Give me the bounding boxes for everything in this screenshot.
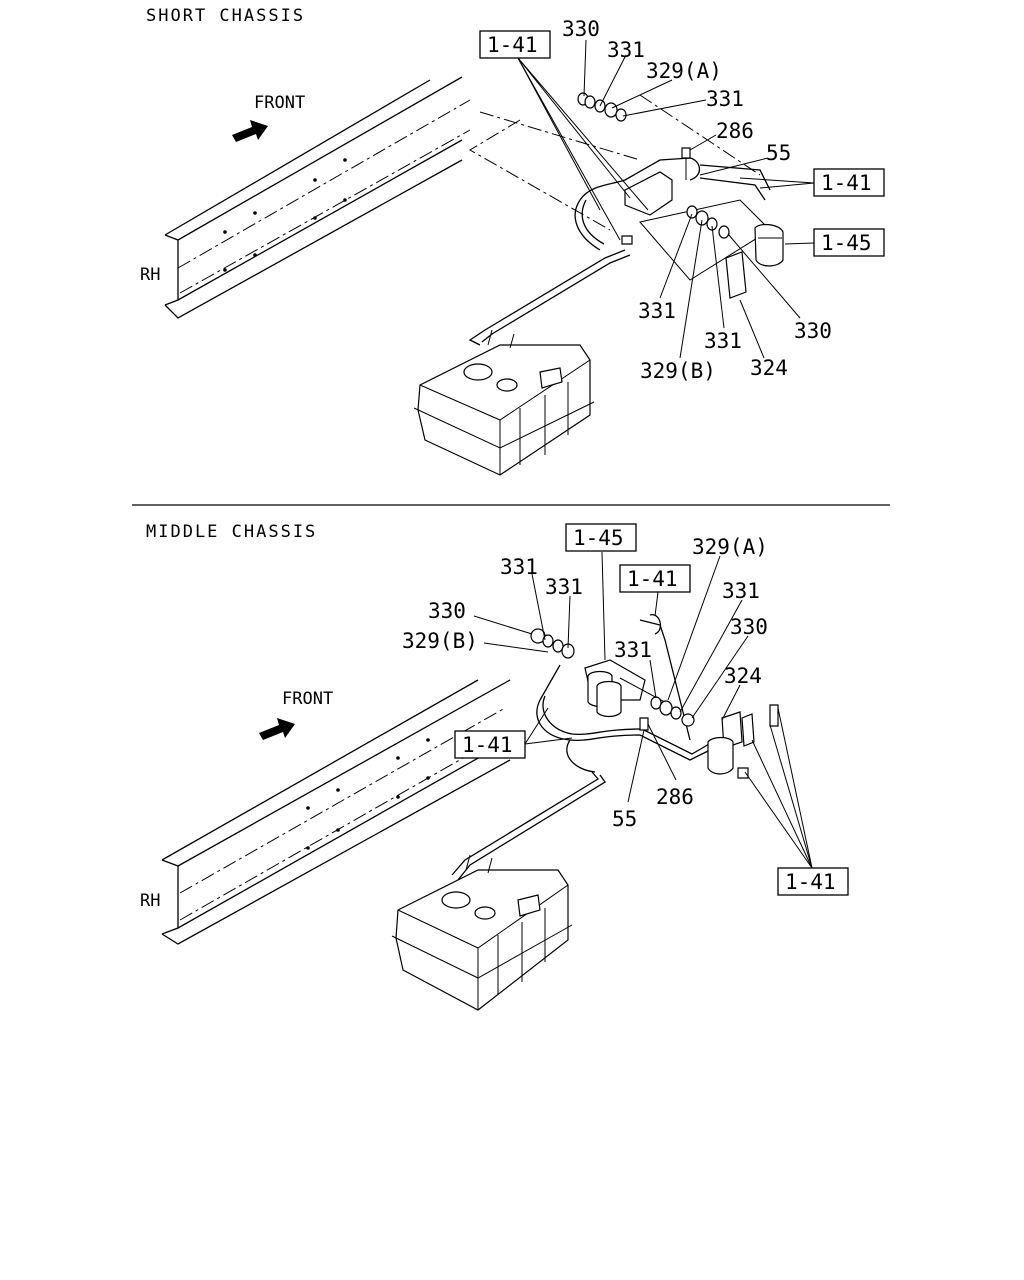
short-part-331-top: 331	[607, 38, 645, 62]
middle-part-331-b: 331	[545, 575, 583, 599]
short-part-331-upper-right: 331	[706, 87, 744, 111]
short-front-arrow-icon	[232, 120, 268, 142]
middle-ref-1-41-bottom-text: 1-41	[785, 870, 836, 894]
short-fittings-bottom	[621, 205, 730, 245]
middle-chassis-title: MIDDLE CHASSIS	[146, 522, 317, 542]
short-chassis-section: SHORT CHASSIS RH FRONT	[140, 6, 885, 476]
short-fittings-top	[577, 92, 691, 180]
short-ref-1-45[interactable]: 1-45	[813, 228, 885, 257]
middle-filter	[584, 659, 673, 718]
middle-part-329b: 329(B)	[402, 629, 478, 653]
short-ref-1-41-top[interactable]: 1-41	[479, 30, 551, 59]
middle-leaders	[473, 551, 813, 869]
middle-part-329a: 329(A)	[692, 535, 768, 559]
middle-rh-label: RH	[140, 891, 160, 911]
middle-ref-1-41-bottom[interactable]: 1-41	[777, 867, 849, 896]
middle-fuel-tank	[391, 854, 573, 1011]
middle-ref-1-41-left[interactable]: 1-41	[454, 730, 526, 759]
short-part-55: 55	[766, 141, 791, 165]
short-part-286: 286	[716, 119, 754, 143]
short-ref-1-41-right-text: 1-41	[821, 171, 872, 195]
middle-part-331-c: 331	[722, 579, 760, 603]
short-part-329b: 329(B)	[640, 359, 716, 383]
short-part-329a: 329(A)	[646, 59, 722, 83]
short-ref-1-45-text: 1-45	[821, 231, 872, 255]
middle-part-324: 324	[724, 664, 762, 688]
middle-frame-rail	[161, 679, 511, 945]
middle-fittings-right	[650, 696, 695, 727]
short-filter-bracket	[624, 171, 784, 299]
short-ref-1-41-right[interactable]: 1-41	[813, 168, 885, 197]
middle-ref-1-41-left-text: 1-41	[462, 733, 513, 757]
middle-front-arrow-icon	[259, 718, 295, 740]
short-rh-label: RH	[140, 265, 160, 285]
short-ref-1-41-top-text: 1-41	[487, 33, 538, 57]
short-frame-rail	[164, 76, 471, 319]
middle-front-label: FRONT	[282, 689, 333, 709]
short-leaders	[517, 39, 815, 359]
middle-part-330-left: 330	[428, 599, 466, 623]
middle-ref-1-45-text: 1-45	[573, 526, 624, 550]
short-part-331-lower-left: 331	[638, 299, 676, 323]
middle-part-330-right: 330	[730, 615, 768, 639]
short-chassis-title: SHORT CHASSIS	[146, 6, 305, 26]
short-part-324: 324	[750, 356, 788, 380]
middle-part-286: 286	[656, 785, 694, 809]
middle-ref-1-45[interactable]: 1-45	[565, 523, 637, 552]
middle-part-55: 55	[612, 807, 637, 831]
middle-ref-1-41-upper[interactable]: 1-41	[619, 564, 691, 593]
middle-chassis-section: MIDDLE CHASSIS RH FRONT	[140, 522, 849, 1011]
middle-fittings-left	[530, 628, 575, 659]
short-part-330-top: 330	[562, 17, 600, 41]
middle-right-bracket	[639, 704, 779, 779]
middle-ref-1-41-upper-text: 1-41	[627, 567, 678, 591]
middle-part-331-d: 331	[614, 638, 652, 662]
middle-part-331-a: 331	[500, 555, 538, 579]
short-fuel-tank	[413, 329, 595, 476]
short-front-label: FRONT	[254, 93, 305, 113]
short-part-330-lower: 330	[794, 319, 832, 343]
short-part-331-lower-right: 331	[704, 329, 742, 353]
